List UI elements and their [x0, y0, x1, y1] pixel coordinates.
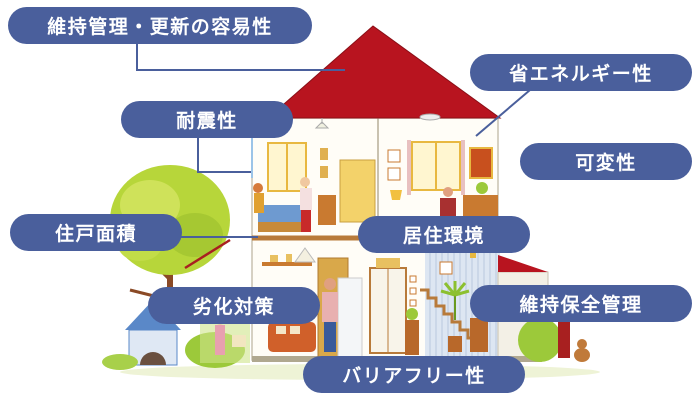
potted-palm-icon: [440, 281, 470, 352]
label-deterioration-countermeasures[interactable]: 劣化対策: [148, 287, 320, 324]
label-maintenance-update[interactable]: 維持管理・更新の容易性: [8, 7, 312, 44]
label-maintenance-conservation[interactable]: 維持保全管理: [470, 285, 692, 322]
downstairs-rooms: [262, 247, 488, 359]
garden-right: [518, 304, 590, 362]
patio: [184, 238, 250, 363]
upstairs-bedroom: [253, 118, 376, 232]
connector-energy-saving: [475, 89, 531, 137]
connector-maintenance-update: [136, 40, 345, 71]
label-energy-saving[interactable]: 省エネルギー性: [470, 54, 692, 91]
roof: [266, 25, 502, 119]
label-barrier-free[interactable]: バリアフリー性: [303, 356, 525, 393]
connector-lines: [136, 40, 531, 238]
label-living-environment[interactable]: 居住環境: [358, 216, 530, 253]
connector-seismic: [197, 132, 252, 173]
label-unit-area[interactable]: 住戸面積: [10, 214, 182, 251]
label-seismic[interactable]: 耐震性: [121, 101, 293, 138]
label-adaptability[interactable]: 可変性: [520, 143, 692, 180]
